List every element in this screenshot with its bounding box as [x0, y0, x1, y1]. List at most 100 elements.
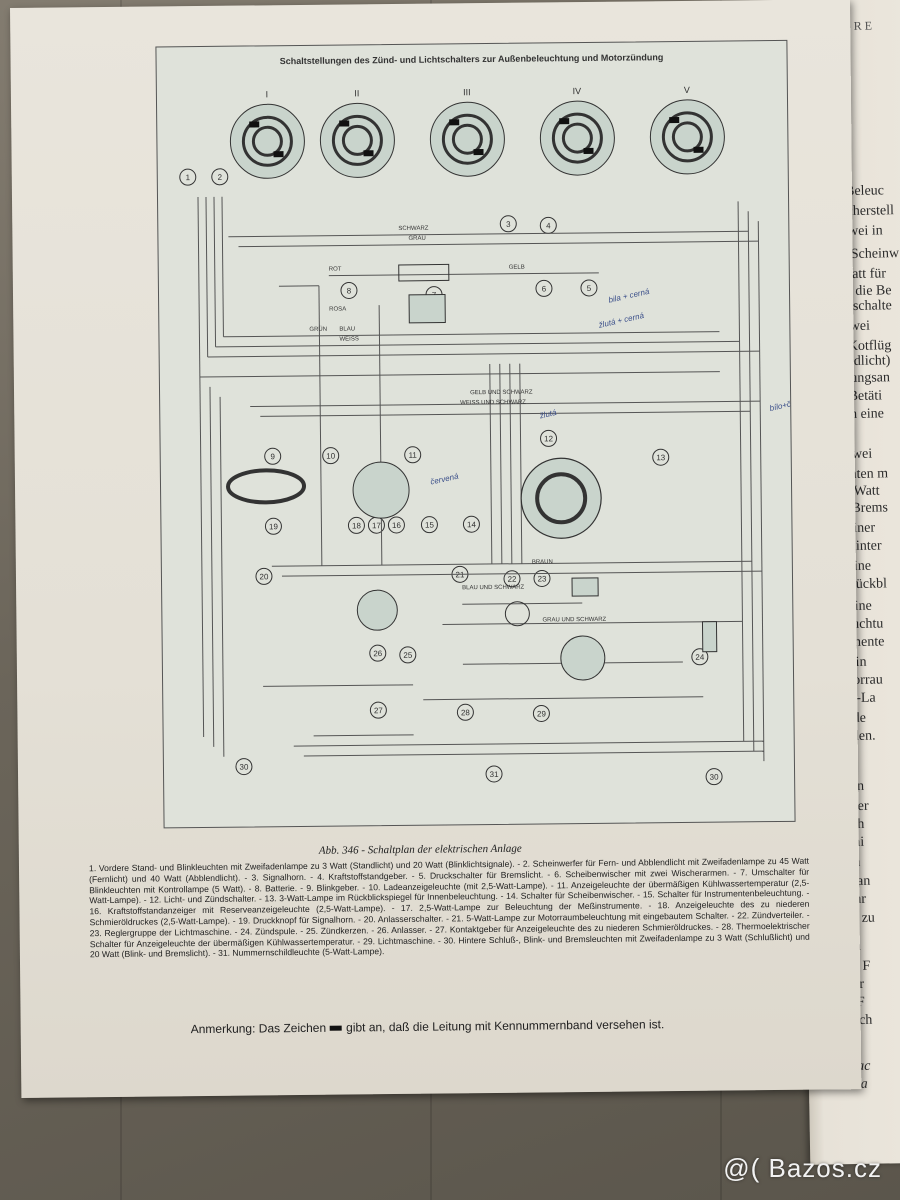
wire — [215, 340, 740, 348]
wiring-diagram: Schaltstellungen des Zünd- und Lichtscha… — [155, 39, 808, 829]
component-number: 10 — [326, 452, 336, 461]
figure-caption: Abb. 346 - Schaltplan der elektrischen A… — [318, 842, 522, 857]
switch-contact — [449, 119, 460, 126]
component-number: 4 — [546, 221, 551, 230]
switch-dial-ring — [341, 124, 373, 156]
wire — [462, 602, 583, 605]
wire — [207, 350, 760, 358]
component-number-circle — [211, 168, 229, 186]
wire — [303, 750, 764, 757]
switch-contact — [583, 147, 594, 155]
wire — [213, 196, 217, 347]
switch-dial-ring — [441, 113, 493, 165]
component-number-circle — [533, 569, 551, 587]
component-number-circle — [485, 765, 503, 783]
component-number: 24 — [695, 653, 705, 662]
cable-band-symbol — [330, 1025, 343, 1032]
component-number: 3 — [506, 220, 511, 229]
component-number: 8 — [347, 286, 352, 295]
component-number: 31 — [490, 770, 500, 779]
dynamo — [560, 635, 606, 681]
component-number: 25 — [403, 651, 413, 660]
component-number-circle — [179, 168, 197, 186]
component-number-circle — [264, 517, 282, 535]
component-number-circle — [580, 279, 598, 297]
ignition-coil — [701, 621, 718, 653]
wire — [223, 331, 720, 338]
wire-color-label: BRAUN — [532, 559, 553, 565]
wire — [219, 396, 225, 757]
component-number-circle — [264, 447, 282, 465]
handwritten-note: bila + cerná — [608, 287, 651, 305]
component-number-circle — [705, 768, 723, 786]
component-number: 2 — [218, 173, 223, 182]
switch-dial-ring — [241, 115, 293, 167]
position-label: IV — [573, 86, 582, 96]
component-number-circle — [369, 644, 387, 662]
wire — [293, 740, 764, 747]
component-number: 20 — [259, 572, 269, 581]
component-number: 14 — [467, 520, 477, 529]
component-number: 9 — [270, 452, 275, 461]
switch-dial-ring — [671, 121, 703, 153]
switch-contact — [273, 151, 284, 158]
switch-dial — [649, 99, 725, 175]
component-number: 22 — [508, 575, 518, 584]
switch-contact — [559, 118, 570, 125]
wire-color-label: BLAU — [339, 326, 355, 332]
component-number: 18 — [352, 521, 362, 530]
note-suffix: gibt an, daß die Leitung mit Kennummernb… — [346, 1017, 665, 1035]
wire — [423, 696, 704, 701]
switch-dial-ring — [561, 122, 593, 154]
voltage-regulator — [571, 577, 599, 597]
switch-contact — [363, 150, 374, 157]
switch-dial — [229, 103, 305, 179]
component-number-circle — [462, 515, 480, 533]
switch-contact — [473, 149, 484, 156]
wire — [509, 363, 513, 564]
wire — [228, 230, 749, 238]
wire — [313, 734, 414, 737]
component-number: 11 — [409, 451, 418, 460]
component-number: 30 — [710, 773, 720, 782]
component-number: 28 — [461, 708, 471, 717]
wire — [281, 570, 762, 577]
component-number-circle — [499, 215, 517, 233]
ignition-switch — [520, 457, 602, 539]
switch-contact — [249, 121, 260, 128]
battery — [398, 263, 450, 282]
wire — [199, 371, 720, 378]
switch-dial — [539, 100, 615, 176]
component-number: 30 — [239, 763, 249, 772]
wire-color-label: BLAU UND SCHWARZ — [462, 585, 525, 592]
component-number-circle — [540, 429, 558, 447]
wire — [519, 363, 523, 564]
wire-color-label: WEISS UND SCHWARZ — [460, 400, 526, 407]
position-label: III — [463, 87, 471, 97]
component-number: 27 — [374, 706, 384, 715]
wire — [757, 221, 765, 762]
switch-dial-ring — [661, 111, 713, 163]
position-label: II — [354, 88, 359, 98]
component-number-circle — [404, 446, 422, 464]
switch-dial-ring — [251, 125, 283, 157]
bazos-watermark: @( Bazos.cz — [723, 1153, 882, 1183]
component-number: 19 — [269, 522, 279, 531]
steering-wheel — [226, 468, 307, 505]
component-number-circle — [456, 703, 474, 721]
component-number: 23 — [538, 574, 548, 583]
component-number: 1 — [186, 173, 191, 182]
wire — [328, 272, 599, 277]
schematic-svg: IIIIIIIVV1234567891011121314151617181920… — [179, 85, 808, 786]
handwritten-note: žlutá — [538, 408, 558, 421]
component-number-circle — [322, 447, 340, 465]
component-number-circle — [535, 279, 553, 297]
component-number-circle — [532, 704, 550, 722]
component-number: 26 — [373, 649, 383, 658]
wire — [489, 363, 493, 564]
wire — [209, 386, 215, 747]
turn-signal-switch — [408, 293, 446, 324]
component-number: 6 — [542, 284, 547, 293]
switch-contact — [669, 116, 680, 124]
wire — [197, 197, 201, 378]
